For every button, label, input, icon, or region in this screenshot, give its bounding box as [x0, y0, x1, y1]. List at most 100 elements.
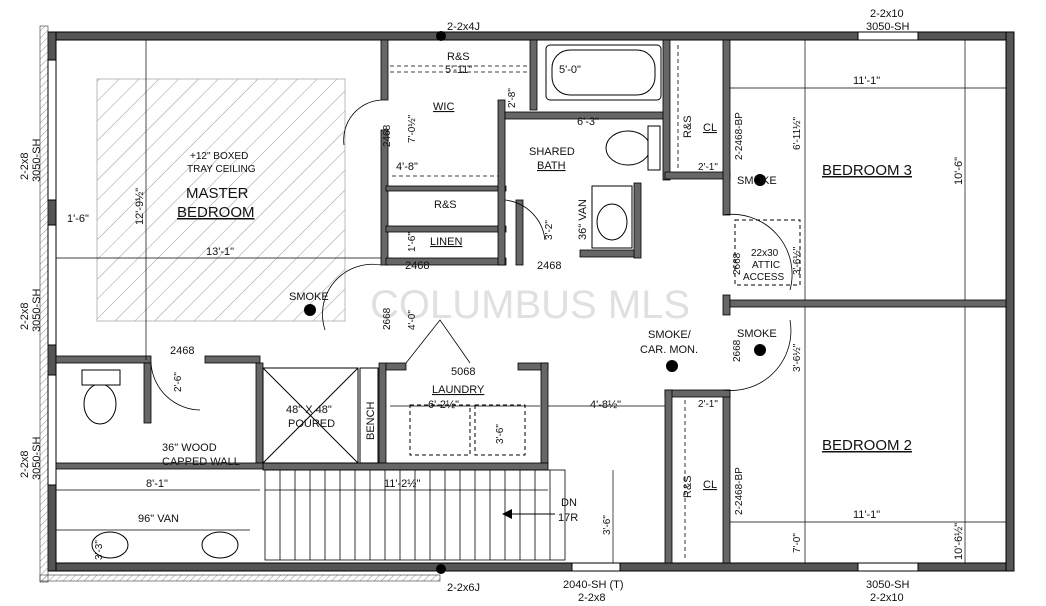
tray-ceiling-area [96, 78, 346, 322]
header-post-icon [436, 31, 446, 41]
bath-vanity-label: 36" VAN [577, 199, 589, 240]
smoke-detectors [304, 174, 766, 372]
wic-label: WIC [433, 101, 454, 113]
master-bedroom-title-2: BEDROOM [177, 204, 255, 221]
wood-wall-label-2: CAPPED WALL [162, 456, 240, 468]
bench-label: BENCH [365, 401, 377, 440]
dim-bedroom3-top: 6'-11½" [792, 116, 803, 150]
left-window-2-a: 2-2x8 [19, 302, 31, 330]
interior-walls [55, 39, 1007, 564]
bedroom-2-title: BEDROOM 2 [822, 437, 912, 454]
stairs [264, 469, 566, 561]
attic-access-label-1: 22x30 [751, 248, 779, 259]
tray-ceiling-label-2: TRAY CEILING [187, 164, 256, 175]
shared-bath-label-1: SHARED [529, 146, 575, 158]
dim-master-width: 13'-1" [206, 246, 234, 258]
master-bedroom-title-1: MASTER [186, 185, 249, 202]
dim-bedroom3-depth: 10'-6" [953, 157, 965, 185]
dim-bedroom2-width: 11'-1" [853, 509, 880, 521]
door-master-bath: 2468 [170, 345, 194, 357]
wood-wall-label-1: 36" WOOD [162, 442, 217, 454]
dim-hall-depth: 4'-0" [407, 310, 418, 330]
header-post-icon [436, 564, 446, 574]
bottom-right-header-2: 2-2x10 [870, 592, 904, 604]
dim-stair-depth: 3'-6" [602, 515, 613, 535]
master-vanity-label: 96" VAN [138, 513, 179, 525]
cl-bedroom2-label: CL [703, 479, 717, 491]
shower-label-1: 48" X 48" [286, 404, 332, 416]
rs-top-label: R&S [447, 51, 470, 63]
door-bath: 2468 [537, 260, 561, 272]
bp-bedroom3-label: 2-2468-BP [734, 112, 745, 160]
dim-laundry-width: 6'-2½" [428, 399, 459, 411]
rs-bedroom2-label: R&S [682, 475, 694, 498]
smoke-detector-icon [754, 174, 766, 186]
dim-laundry-depth: 3'-6" [495, 424, 506, 444]
dim-mbath-width: 8'-1" [146, 478, 168, 490]
rs-wic-label: R&S [434, 199, 457, 211]
dim-bedroom3-closet: 2'-1" [698, 162, 718, 173]
left-window-3-a: 2-2x8 [19, 450, 31, 478]
smoke-master-label: SMOKE [289, 291, 329, 303]
bottom-right-header-1: 3050-SH [866, 579, 909, 591]
smoke-hall-label: SMOKE [737, 328, 777, 340]
dim-master-depth: 12'-9½" [134, 188, 146, 225]
linen-label: LINEN [430, 236, 462, 248]
left-window-1-a: 2-2x8 [19, 152, 31, 180]
top-right-header-1: 2-2x10 [870, 8, 904, 20]
dim-bath-width: 6'-3" [577, 116, 599, 128]
stairs-risers-label: 17R [558, 512, 578, 524]
dim-bedroom3-door-depth: 3'-6½" [792, 246, 803, 275]
dimension-lines [56, 40, 1006, 563]
smoke-carbon-monoxide-icon [666, 360, 678, 372]
stairs-down-label: DN [561, 497, 577, 509]
smoke-detector-icon [304, 304, 316, 316]
dim-wic-width: 4'-8" [396, 161, 418, 173]
laundry-label: LAUNDRY [432, 384, 485, 396]
door-bedroom2: 2668 [732, 339, 743, 362]
door-laundry: 5068 [451, 366, 475, 378]
attic-access-label-2: ATTIC [752, 260, 780, 271]
fixtures [81, 44, 801, 559]
rs-bedroom3-label: R&S [682, 115, 694, 138]
smoke-car-label-2: CAR. MON. [640, 344, 698, 356]
dim-bedroom2-bottom: 7'-0" [792, 533, 803, 553]
left-window-2-b: 3050-SH [31, 289, 43, 332]
closet-shelves [390, 45, 686, 560]
windows [47, 31, 919, 572]
attic-access-label-3: ACCESS [743, 272, 784, 283]
left-window-3-b: 3050-SH [31, 437, 43, 480]
dim-hall-width: 4'-8½" [590, 399, 621, 411]
dim-wic-height: 7'-0½" [407, 114, 418, 143]
bottom-mid-header-1: 2040-SH (T) [563, 579, 624, 591]
watermark: COLUMBUS MLS [370, 283, 690, 327]
bottom-header-label: 2-2x6J [447, 582, 480, 594]
smoke-car-label-1: SMOKE/ [648, 329, 692, 341]
bedroom-3-title: BEDROOM 3 [822, 162, 912, 179]
bp-bedroom2-label: 2-2468-BP [734, 467, 745, 515]
door-wic: 2468 [382, 124, 393, 147]
top-header-label: 2-2x4J [447, 21, 480, 33]
dim-bedroom3-width: 11'-1" [853, 75, 880, 87]
dim-mbath-door-depth: 2'-6" [173, 372, 184, 392]
door-bedroom3: 2668 [732, 252, 743, 275]
smoke-detector-icon [754, 344, 766, 356]
left-window-1-b: 3050-SH [31, 139, 43, 182]
door-linen: 2468 [405, 260, 429, 272]
top-right-header-2: 3050-SH [866, 21, 909, 33]
dim-stair-width: 11'-2½" [384, 478, 420, 490]
shower-label-2: POURED [288, 418, 335, 430]
dim-bath-door-depth: 3'-2" [544, 220, 555, 240]
smoke-bedroom3-label: SMOKE [737, 175, 777, 187]
dim-bedroom2-depth: 10'-6½" [953, 523, 965, 560]
dim-linen-depth: 1'-6" [407, 232, 418, 252]
dim-master-window: 1'-6" [67, 213, 89, 225]
cl-bedroom3-label: CL [703, 122, 717, 134]
shared-bath-label-2: BATH [537, 160, 566, 172]
dim-tub-length: 5'-0" [559, 64, 581, 76]
dim-mbath-vanity-depth: 3'-3" [94, 540, 105, 560]
tray-ceiling-label-1: +12" BOXED [190, 151, 248, 162]
stairs-arrow [502, 509, 555, 519]
bottom-mid-header-2: 2-2x8 [578, 592, 606, 604]
